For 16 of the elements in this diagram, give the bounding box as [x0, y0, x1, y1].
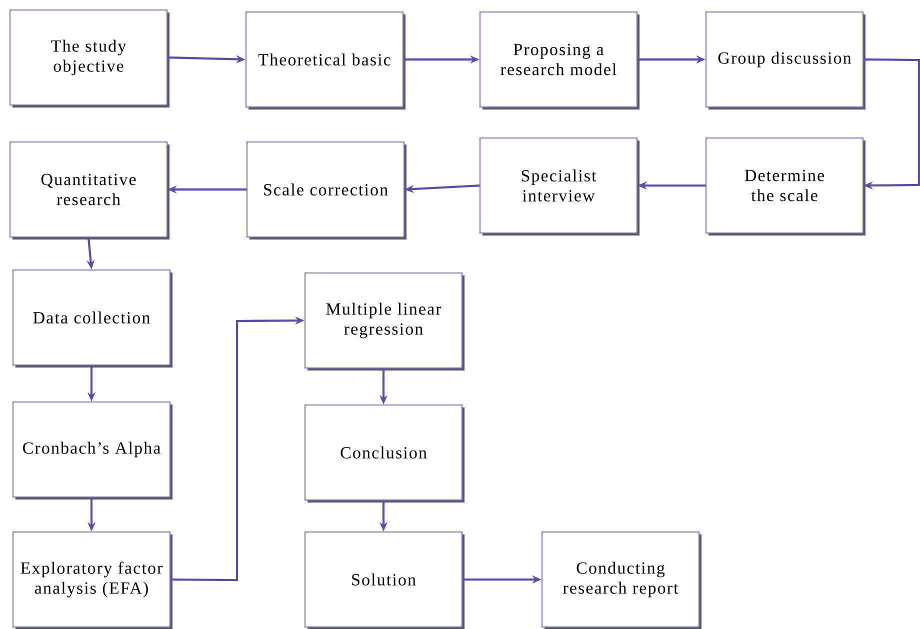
process-box: Exploratory factor analysis (EFA): [12, 531, 172, 629]
process-box: Specialist interview: [479, 137, 640, 236]
process-box: Data collection: [12, 269, 172, 368]
process-box: Proposing a research model: [479, 11, 640, 110]
process-box: Solution: [304, 531, 464, 629]
process-box: Cronbach’s Alpha: [12, 401, 172, 500]
process-box: Conducting research report: [541, 531, 702, 629]
process-box: Conclusion: [304, 404, 464, 502]
arrow: [864, 58, 920, 190]
process-box: Determine the scale: [705, 137, 866, 236]
process-box: Multiple linear regression: [304, 272, 464, 370]
process-box: Group discussion: [705, 11, 866, 110]
process-box: The study objective: [9, 9, 170, 108]
process-box: Theoretical basic: [245, 11, 406, 110]
process-box: Scale correction: [246, 141, 406, 240]
process-box: Quantitative research: [9, 141, 170, 240]
